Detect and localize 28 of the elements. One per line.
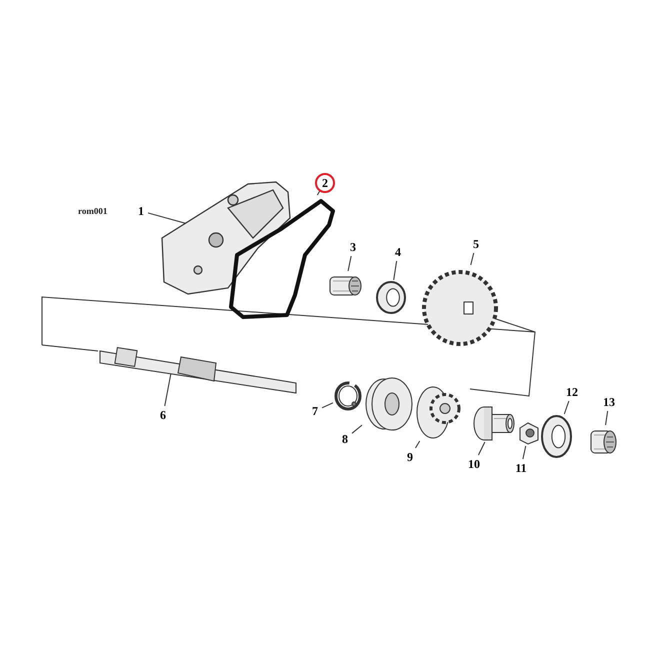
callout-number: 5: [469, 235, 483, 253]
callout-number: 12: [562, 383, 582, 401]
leader-line: [164, 372, 172, 406]
leader-line: [564, 400, 570, 414]
callout-number: 6: [156, 406, 170, 424]
leader-line: [348, 256, 352, 272]
callout-number: 8: [338, 430, 352, 448]
callout-number: 7: [308, 402, 322, 420]
callout-number: 10: [464, 455, 484, 473]
leader-line: [522, 446, 526, 460]
callout-number: 3: [346, 238, 360, 256]
leader-line: [352, 424, 362, 434]
callout-number: 13: [599, 393, 619, 411]
leader-line: [478, 442, 486, 456]
drawing-code: rom001: [78, 205, 108, 218]
callout-number: 11: [511, 459, 531, 477]
bushing-drawing: [472, 405, 516, 442]
leader-line: [322, 402, 334, 408]
callout-number: 9: [403, 448, 417, 466]
snap-ring-drawing: [333, 380, 363, 412]
leader-line: [605, 410, 608, 426]
leader-line: [393, 260, 398, 280]
leader-line: [414, 440, 420, 448]
callout-number: 2: [315, 173, 335, 193]
callout-number: 1: [134, 202, 148, 220]
leader-line: [470, 252, 474, 266]
washer-drawing: [375, 280, 407, 315]
callout-number: 4: [391, 243, 405, 261]
